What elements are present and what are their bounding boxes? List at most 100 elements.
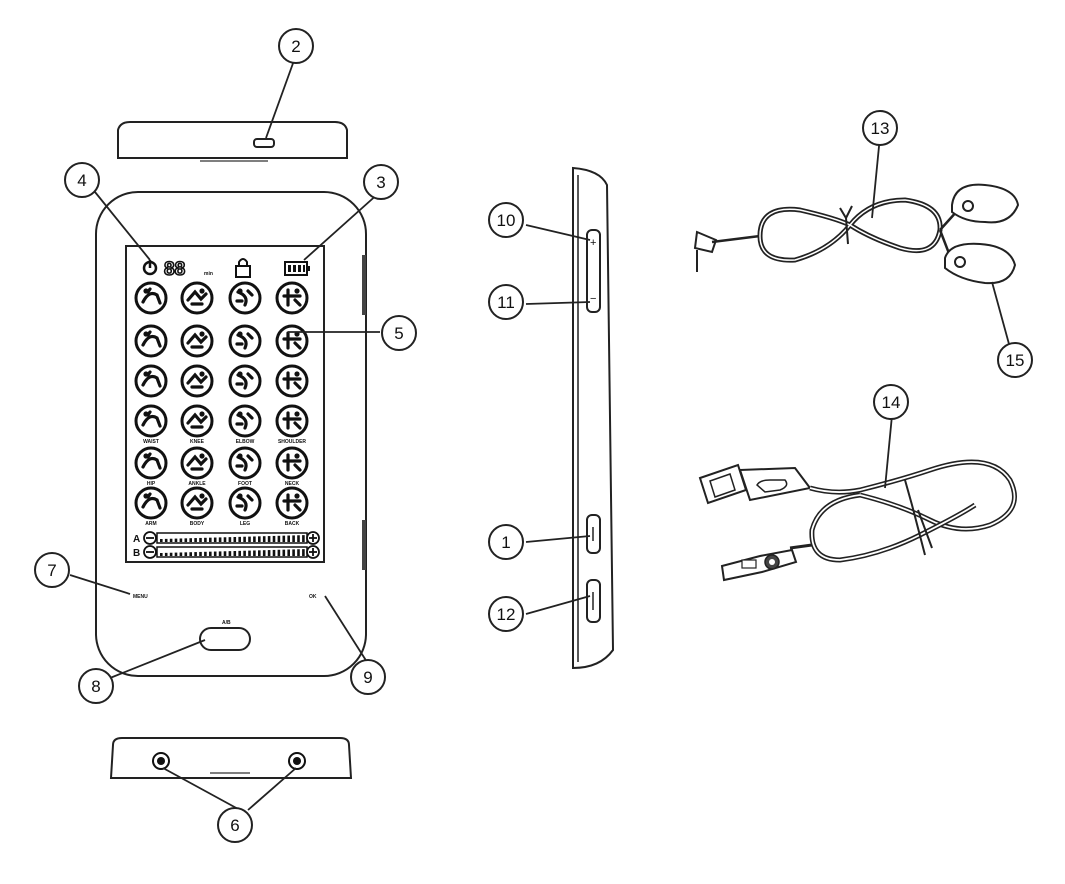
program-icon[interactable] [275,364,309,398]
intensity-rocker[interactable] [586,229,601,313]
callout-label: 11 [497,293,515,312]
plus-icon[interactable]: + [590,237,596,249]
program-label: BODY [190,521,205,527]
intensity-segment [272,549,276,556]
program-icon[interactable]: FOOT [228,446,262,487]
program-icon[interactable] [228,364,262,398]
program-label: ANKLE [188,481,206,487]
micro-usb-plug-icon [720,548,798,582]
callout-14: 14 [873,384,909,420]
intensity-segment [228,551,232,556]
program-label: ARM [145,521,156,527]
intensity-segment [228,537,232,542]
menu-touch-key[interactable]: MENU [133,594,148,600]
program-icon[interactable] [180,364,214,398]
program-label: BACK [285,521,300,527]
intensity-segment [233,537,237,542]
intensity-segment [174,552,178,556]
intensity-segment [169,552,173,556]
battery-icon [284,261,310,276]
program-icon[interactable] [134,324,168,358]
cable-tie-icon [904,479,933,556]
program-icon[interactable] [275,281,309,315]
callout-6: 6 [217,807,253,843]
program-icon[interactable] [180,324,214,358]
program-label: ELBOW [236,439,255,445]
intensity-segment [262,550,266,556]
electrode-socket-icon [152,752,170,770]
program-icon[interactable] [228,324,262,358]
intensity-segment [282,549,286,556]
intensity-segment [253,550,256,556]
timer-icon [142,260,158,276]
leader-lines [69,54,1013,811]
program-icon[interactable]: ELBOW [228,404,262,445]
intensity-bar-a: A [133,531,320,545]
callout-label: 7 [47,561,56,580]
program-icon[interactable]: BODY [180,486,214,527]
intensity-segment [297,549,300,556]
program-icon[interactable]: HIP [134,446,168,487]
program-icon[interactable]: ARM [134,486,168,527]
intensity-segment [218,537,222,542]
program-icon[interactable] [134,364,168,398]
program-icon[interactable] [134,281,168,315]
program-icon[interactable]: KNEE [180,404,214,445]
callout-7: 7 [34,552,70,588]
program-icon[interactable]: LEG [228,486,262,527]
intensity-segment [253,536,256,542]
side-bump-top [362,255,366,315]
callout-label: 1 [501,533,510,552]
intensity-segment [194,552,197,556]
intensity-segment [297,535,300,542]
callout-label: 15 [1006,351,1025,370]
intensity-segment [248,550,251,556]
electrode-socket-icon [288,752,306,770]
program-icon[interactable] [275,324,309,358]
program-label: KNEE [190,439,205,445]
intensity-segment [184,552,188,556]
side-view-outline [572,166,615,670]
callout-9: 9 [350,659,386,695]
program-icon[interactable]: WAIST [134,404,168,445]
program-icon[interactable]: NECK [275,446,309,487]
intensity-segment [164,538,168,542]
callout-label: 10 [497,211,516,230]
intensity-segment [199,537,202,542]
intensity-segment [267,536,271,542]
intensity-segment [243,550,246,556]
intensity-segment [277,549,281,556]
intensity-segment [204,537,207,542]
ok-touch-key[interactable]: OK [309,594,317,600]
intensity-segment [179,552,183,556]
ab-switch-button[interactable] [199,627,251,651]
callout-2: 2 [278,28,314,64]
cable-tie-icon [839,205,853,245]
intensity-segment [223,537,227,542]
program-icon[interactable]: SHOULDER [275,404,309,445]
callout-8: 8 [78,668,114,704]
program-icon[interactable]: BACK [275,486,309,527]
intensity-segment [184,538,188,542]
intensity-segment [213,551,217,556]
minus-icon[interactable]: − [590,293,596,305]
callout-15: 15 [997,342,1033,378]
intensity-segment [248,536,251,542]
callout-11: 11 [488,284,524,320]
callout-label: 13 [871,119,890,138]
intensity-segment [292,549,295,556]
program-label: LEG [240,521,250,527]
program-icon[interactable] [228,281,262,315]
intensity-segment [302,535,305,542]
program-icon[interactable]: ANKLE [180,446,214,487]
callout-10: 10 [488,202,524,238]
usb-charging-cable [698,459,1017,582]
callout-12: 12 [488,596,524,632]
program-icon[interactable] [180,281,214,315]
intensity-segment [174,538,178,542]
intensity-segment [258,550,261,556]
callout-label: 9 [363,668,372,687]
